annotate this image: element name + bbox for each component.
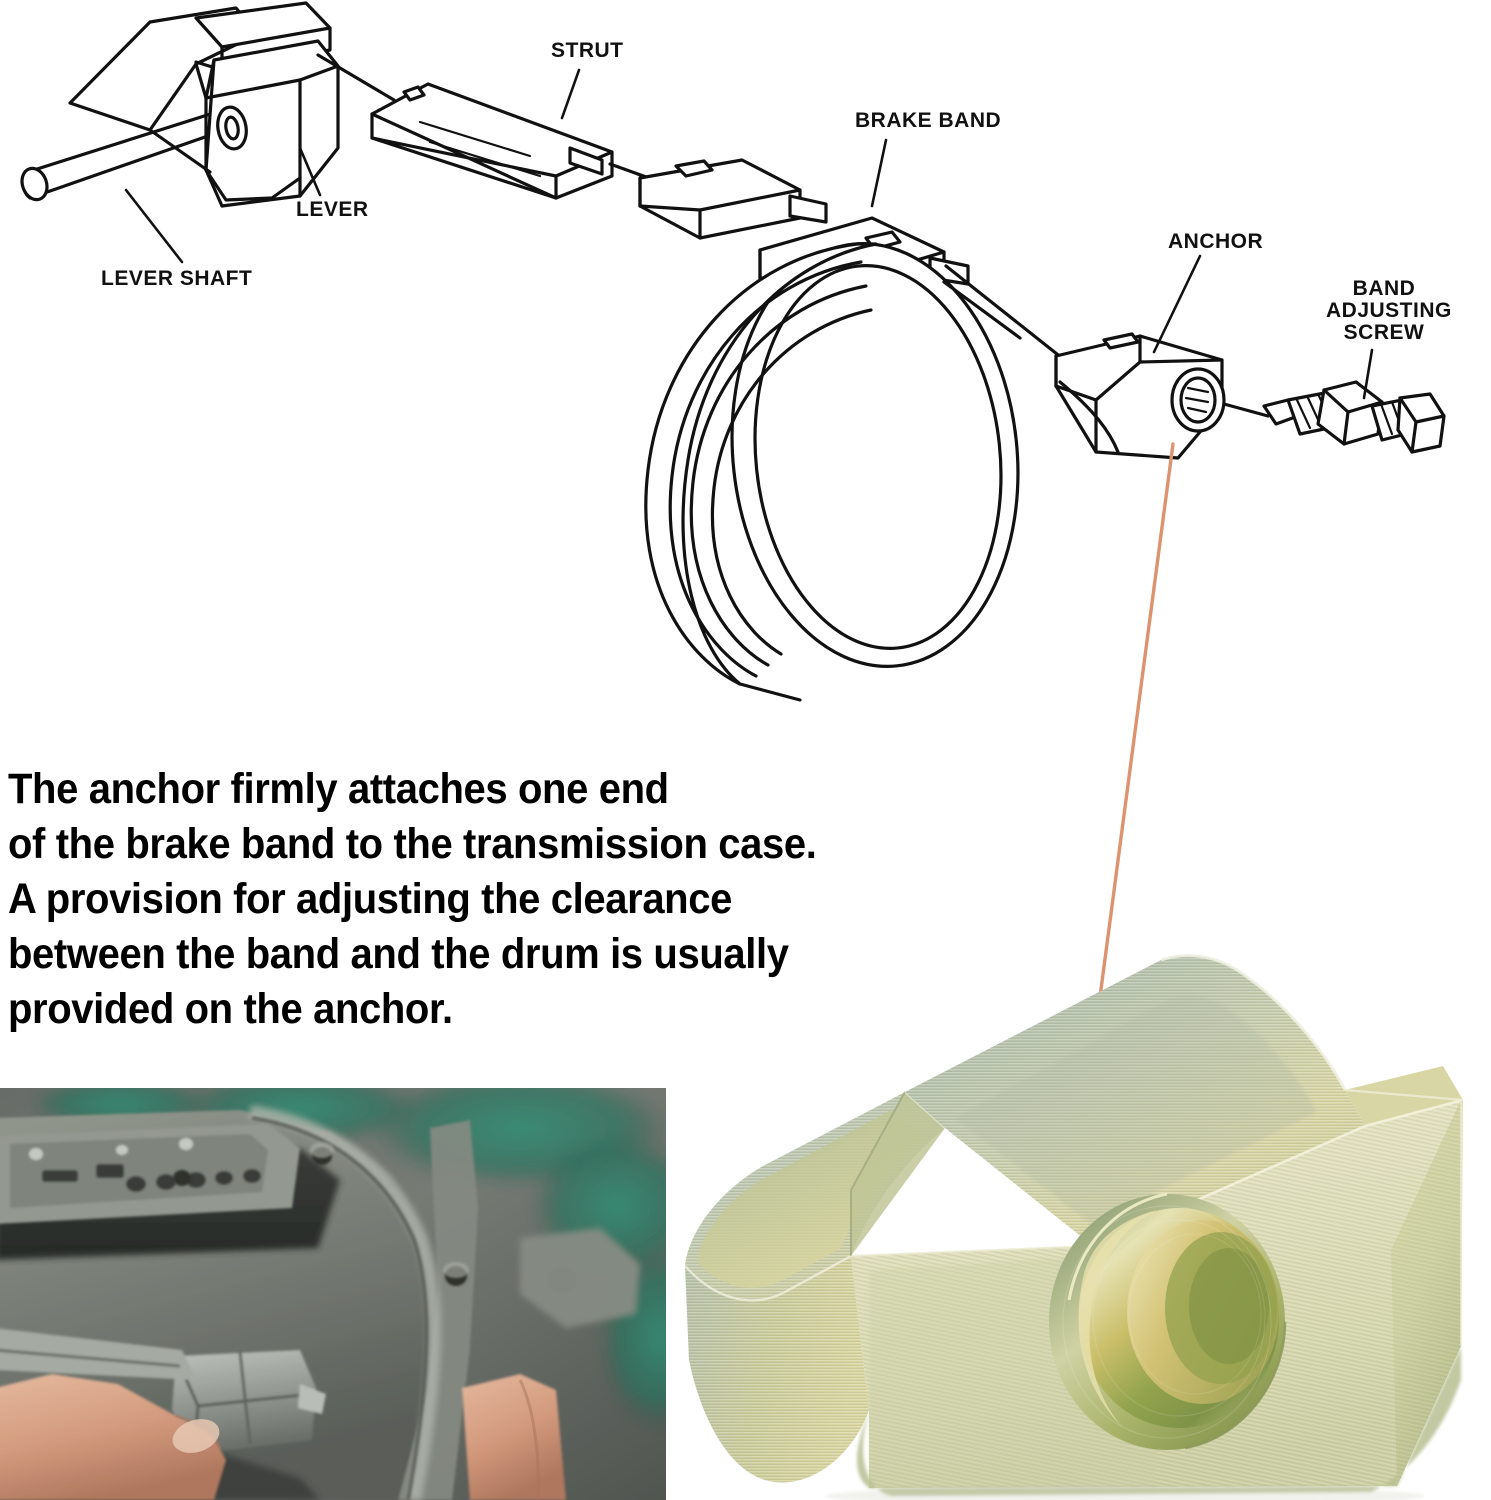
anchor-right-end [1391,1100,1462,1486]
label-lever: LEVER [296,198,369,221]
brake-band-anchor-3d-render [655,940,1491,1500]
leader-lever [298,146,322,197]
caption-line-4: between the band and the drum is usually [8,930,789,978]
caption-line-1: The anchor firmly attaches one end [8,765,669,813]
leader-band-adjusting-screw [1362,348,1374,400]
caption-line-5: provided on the anchor. [8,985,453,1033]
leader-lever-shaft [124,188,184,264]
anchor-part-drawing [1054,332,1226,460]
anchor-left-wing [684,1092,945,1483]
caption-block: The anchor firmly attaches one end of th… [8,762,1098,1037]
anchor-top-face [905,954,1365,1246]
leader-anchor [1152,254,1202,354]
label-anchor: ANCHOR [1168,230,1264,253]
brake-band-ring [644,242,1020,702]
exploded-line-drawing: .s{fill:#fff;stroke:#111;stroke-width:3.… [20,1,1452,702]
anchor-top-right-edge [1344,1066,1464,1126]
label-band-adjusting-screw: BAND ADJUSTING SCREW [1326,277,1452,344]
label-lever-shaft: LEVER SHAFT [101,267,253,290]
anchor-bore [1049,1192,1287,1450]
transmission-case-photograph [0,1088,666,1500]
band-bracket-left [638,158,828,240]
caption-line-3: A provision for adjusting the clearance [8,875,732,923]
strut-part [370,82,614,200]
lever-part [68,1,340,208]
label-brake-band: BRAKE BAND [855,109,1002,132]
band-adjusting-screw-part [1222,380,1446,454]
leader-brake-band [870,138,888,208]
caption-line-2: of the brake band to the transmission ca… [8,820,817,868]
leader-strut [560,68,581,120]
label-strut: STRUT [551,39,624,62]
